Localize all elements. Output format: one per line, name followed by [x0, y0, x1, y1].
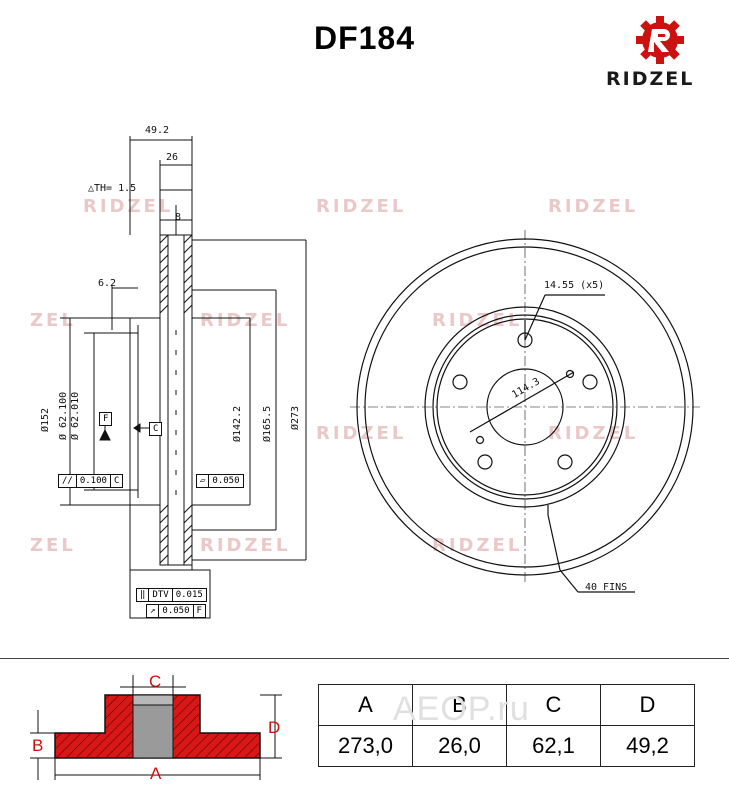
watermark-text: ZEL — [30, 535, 76, 556]
parallelism-symbol: // — [59, 475, 77, 487]
runout-tolerance: ↗ 0.050 F — [146, 604, 206, 618]
dtv-tolerance: ‖ DTV 0.015 — [136, 588, 207, 602]
vane-gap-dim: 8 — [175, 212, 182, 223]
bolt-holes-dim: 14.55 (x5) — [544, 280, 605, 291]
flatness-value: 0.050 — [212, 476, 240, 486]
datum-c-box: C — [149, 422, 163, 436]
runout-value: 0.050 — [159, 605, 194, 617]
bore-min-dim: Ø 62.010 — [70, 391, 81, 440]
dtv-symbol: ‖ — [137, 589, 150, 601]
table-header-a: A — [318, 684, 413, 726]
table-value-d: 49,2 — [600, 725, 695, 767]
table-value-c: 62,1 — [506, 725, 601, 767]
datum-f-label: F — [103, 414, 109, 424]
diameter-273-dim: Ø273 — [290, 405, 301, 430]
thickness-tolerance-dim: △TH= 1.5 — [88, 183, 137, 194]
dimensions-table: A B C D 273,0 26,0 62,1 49,2 — [318, 684, 695, 767]
section-label-d: D — [268, 718, 281, 737]
flatness-tolerance: ▱ 0.050 — [196, 474, 244, 488]
watermark-text: RIDZEL — [200, 310, 291, 331]
parallelism-tolerance: // 0.100 C — [58, 474, 124, 488]
section-label-a: A — [150, 764, 162, 783]
brand-name: RIDZEL — [606, 68, 695, 90]
bore-max-dim: Ø 62.100 — [58, 391, 69, 440]
diameter-152-dim: Ø152 — [40, 407, 51, 432]
table-row: 273,0 26,0 62,1 49,2 — [318, 725, 695, 767]
watermark-text: RIDZEL — [316, 196, 407, 217]
table-value-b: 26,0 — [412, 725, 507, 767]
overall-width-dim: 49.2 — [145, 125, 170, 136]
diameter-165-dim: Ø165.5 — [262, 405, 273, 442]
fins-count-label: 40 FINS — [585, 582, 628, 593]
section-label-c: C — [149, 672, 162, 691]
dtv-value: 0.015 — [175, 590, 203, 600]
watermark-text: RIDZEL — [548, 196, 639, 217]
section-label-b: B — [32, 736, 44, 755]
table-value-a: 273,0 — [318, 725, 413, 767]
table-header-d: D — [600, 684, 695, 726]
watermark-text: RIDZEL — [548, 423, 639, 444]
diameter-142-dim: Ø142.2 — [232, 405, 243, 442]
datum-f-box: F — [99, 412, 113, 426]
thickness-dim: 26 — [166, 152, 179, 163]
datum-c-label: C — [153, 424, 159, 434]
table-header-b: B — [412, 684, 507, 726]
hat-offset-dim: 6.2 — [98, 278, 117, 289]
runout-ref: F — [196, 606, 202, 616]
brake-disc-drawing — [60, 136, 700, 619]
watermark-text: RIDZEL — [83, 196, 174, 217]
ridzel-logo-icon — [636, 16, 684, 64]
table-header-row: A B C D — [318, 684, 695, 726]
section-divider — [0, 658, 729, 659]
parallelism-value: 0.100 — [77, 475, 111, 487]
product-code-title: DF184 — [313, 20, 416, 56]
table-header-c: C — [506, 684, 601, 726]
dtv-label: DTV — [149, 589, 173, 601]
parallelism-ref: C — [113, 476, 120, 486]
watermark-text: ZEL — [30, 310, 76, 331]
watermark-text: RIDZEL — [200, 535, 291, 556]
cross-section-icon — [30, 675, 282, 780]
flatness-symbol: ▱ — [197, 475, 210, 487]
runout-symbol: ↗ — [147, 605, 160, 617]
